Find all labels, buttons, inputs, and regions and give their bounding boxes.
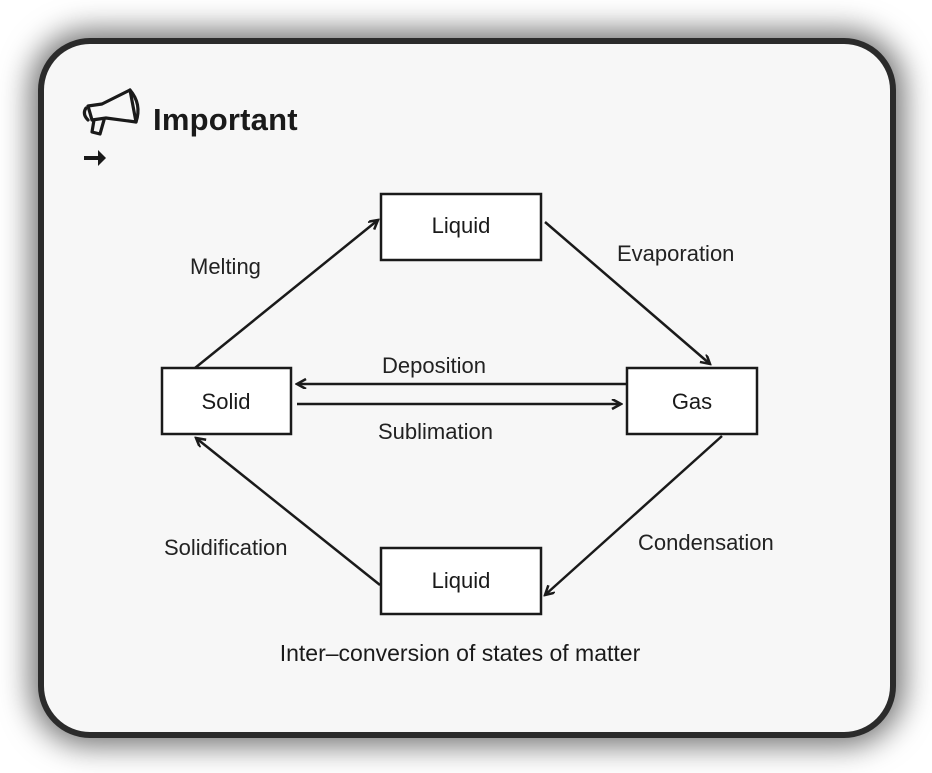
melting-arrow <box>194 220 378 369</box>
evaporation-label: Evaporation <box>617 241 734 266</box>
header-title: Important <box>153 102 298 137</box>
node-gas-label: Gas <box>672 389 712 414</box>
important-header: Important <box>80 84 380 174</box>
solidification-arrow <box>196 438 381 586</box>
node-liquid-bottom-label: Liquid <box>432 568 491 593</box>
solidification-label: Solidification <box>164 535 288 560</box>
node-liquid-top: Liquid <box>379 192 543 262</box>
node-gas: Gas <box>625 366 759 436</box>
sublimation-label: Sublimation <box>378 419 493 444</box>
node-liquid-top-label: Liquid <box>432 213 491 238</box>
node-liquid-bottom: Liquid <box>379 546 543 616</box>
melting-label: Melting <box>190 254 261 279</box>
deposition-label: Deposition <box>382 353 486 378</box>
diagram-caption: Inter–conversion of states of matter <box>280 640 641 666</box>
condensation-label: Condensation <box>638 530 774 555</box>
evaporation-arrow <box>544 221 710 364</box>
condensation-arrow <box>545 435 723 595</box>
node-solid-label: Solid <box>202 389 251 414</box>
megaphone-icon <box>82 88 140 166</box>
node-solid: Solid <box>160 366 293 436</box>
